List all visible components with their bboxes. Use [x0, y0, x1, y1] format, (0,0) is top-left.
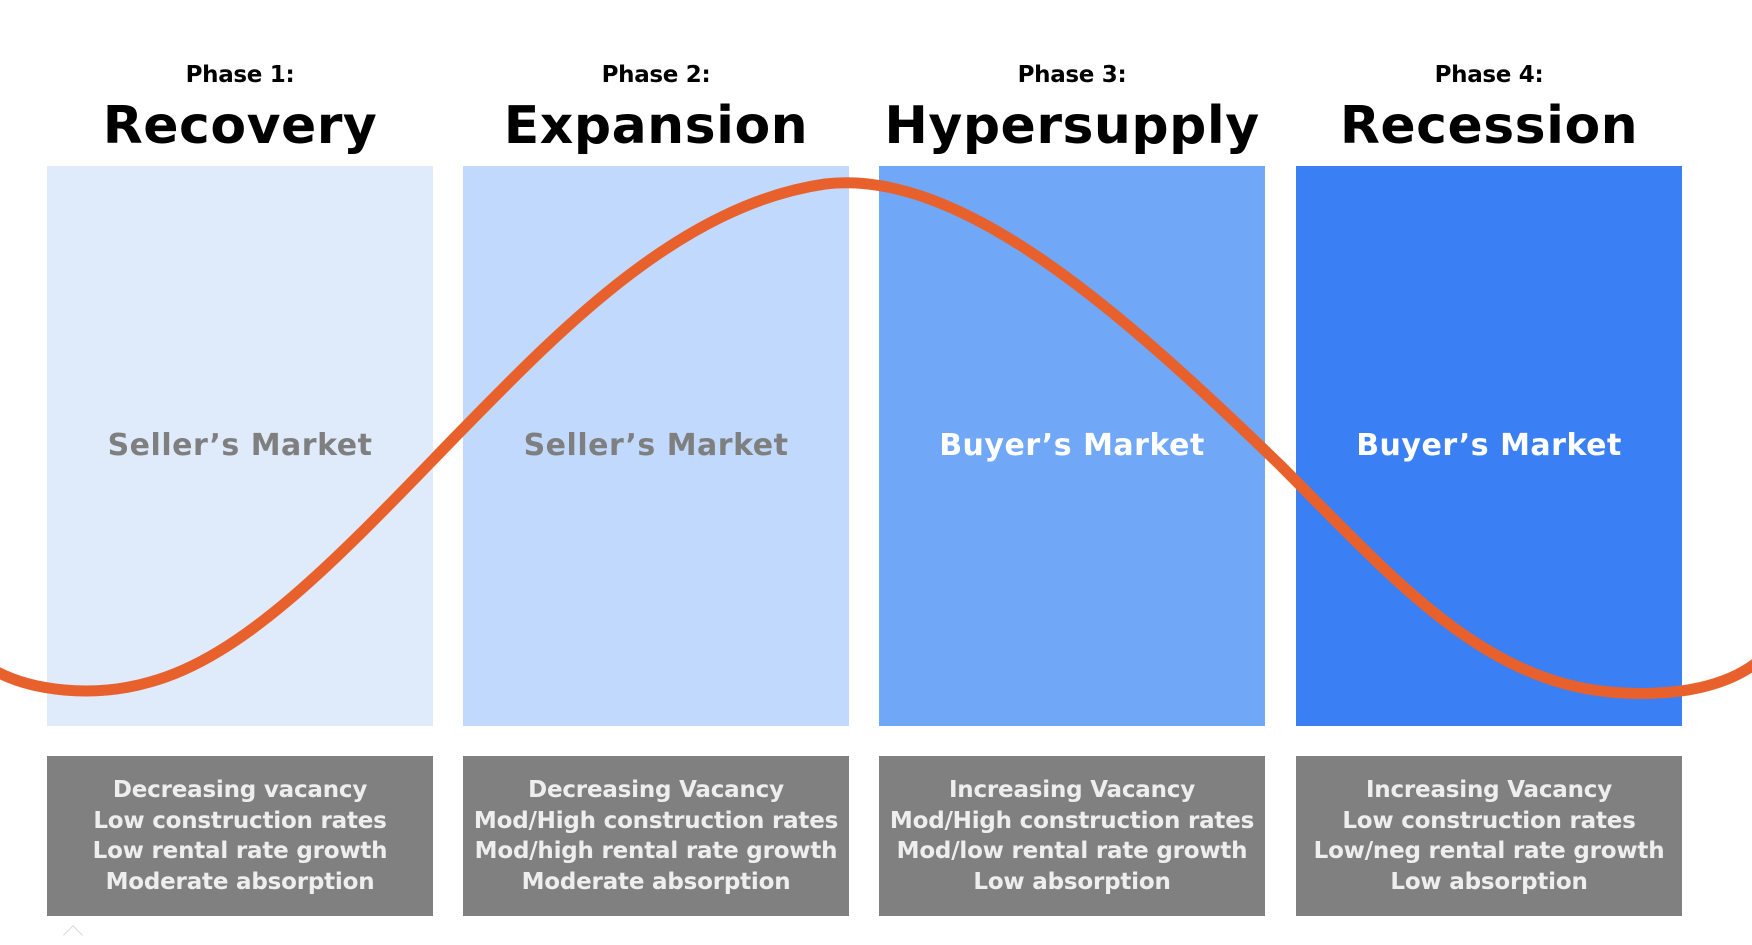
- characteristic-item: Moderate absorption: [105, 868, 375, 895]
- characteristics-box: Decreasing Vacancy Mod/High construction…: [463, 756, 849, 916]
- characteristic-item: Low/neg rental rate growth: [1313, 838, 1665, 864]
- characteristic-item: Mod/low rental rate growth: [896, 838, 1248, 864]
- market-label: Seller’s Market: [523, 428, 789, 463]
- phase-number: Phase 2:: [601, 62, 711, 88]
- market-label: Buyer’s Market: [939, 428, 1205, 463]
- characteristic-item: Low absorption: [1390, 868, 1588, 895]
- characteristic-item: Low construction rates: [93, 807, 387, 834]
- phase-recession: Phase 4: Recession Buyer’s Market Increa…: [1296, 0, 1682, 932]
- phase-title: Recession: [1339, 96, 1639, 156]
- characteristic-item: Low construction rates: [1342, 807, 1636, 834]
- characteristic-item: Mod/High construction rates: [473, 807, 839, 834]
- phase-title: Hypersupply: [884, 96, 1260, 156]
- phase-title: Expansion: [503, 96, 809, 156]
- phase-number: Phase 3:: [1017, 62, 1127, 88]
- characteristic-item: Increasing Vacancy: [948, 777, 1196, 803]
- market-label: Seller’s Market: [107, 428, 373, 463]
- characteristic-item: Decreasing Vacancy: [528, 777, 784, 803]
- characteristics-box: Increasing Vacancy Low construction rate…: [1296, 756, 1682, 916]
- characteristics-box: Decreasing vacancy Low construction rate…: [47, 756, 433, 916]
- phase-number: Phase 4:: [1434, 62, 1544, 88]
- characteristics-box: Increasing Vacancy Mod/High construction…: [879, 756, 1265, 916]
- characteristic-item: Low rental rate growth: [92, 838, 388, 864]
- characteristic-item: Decreasing vacancy: [112, 777, 368, 803]
- market-label: Buyer’s Market: [1356, 428, 1622, 463]
- characteristic-item: Mod/high rental rate growth: [474, 838, 838, 864]
- phase-expansion: Phase 2: Expansion Seller’s Market Decre…: [463, 0, 849, 932]
- phase-number: Phase 1:: [185, 62, 295, 88]
- characteristic-item: Low absorption: [973, 868, 1171, 895]
- characteristic-item: Increasing Vacancy: [1365, 777, 1613, 803]
- phase-hypersupply: Phase 3: Hypersupply Buyer’s Market Incr…: [879, 0, 1265, 932]
- characteristic-item: Mod/High construction rates: [889, 807, 1255, 834]
- phase-title: Recovery: [102, 96, 378, 156]
- characteristic-item: Moderate absorption: [521, 868, 791, 895]
- phase-recovery: Phase 1: Recovery Seller’s Market Decrea…: [47, 0, 433, 932]
